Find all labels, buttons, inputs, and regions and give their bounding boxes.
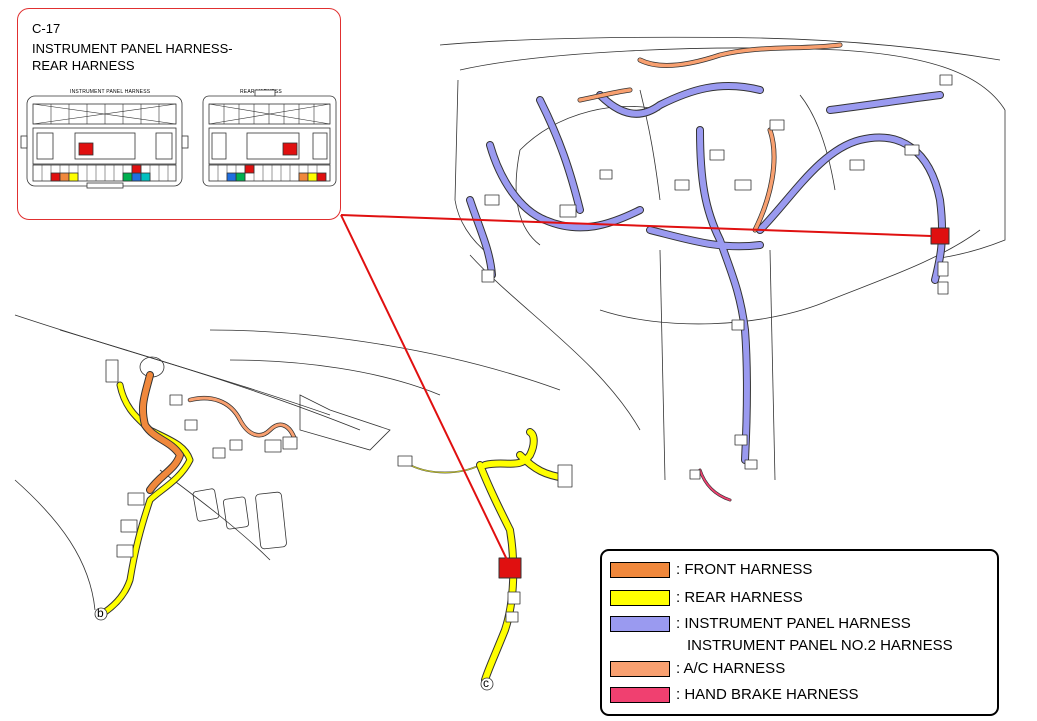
footwell-outline	[14, 314, 561, 611]
left-connector-label: INSTRUMENT PANEL HARNESS	[70, 89, 151, 95]
legend-label-instrument: : INSTRUMENT PANEL HARNESS	[676, 615, 911, 632]
legend-label-front: : FRONT HARNESS	[676, 561, 813, 578]
rear-harness-center	[397, 428, 573, 684]
legend-label-rear: : REAR HARNESS	[676, 589, 803, 606]
c17-connector-top	[930, 227, 950, 245]
callout-title: INSTRUMENT PANEL HARNESS- REAR HARNESS	[32, 40, 332, 74]
legend-swatch-rear	[610, 590, 670, 606]
marker-c-circle	[480, 677, 494, 691]
callout-code: C-17	[32, 21, 61, 36]
callout-title-line1: INSTRUMENT PANEL HARNESS-	[32, 41, 233, 56]
legend-swatch-instrument	[610, 616, 670, 632]
marker-b-circle	[94, 607, 108, 621]
connector-callout: C-17 INSTRUMENT PANEL HARNESS- REAR HARN…	[17, 8, 341, 220]
right-connector-face	[202, 89, 336, 186]
callout-title-line2: REAR HARNESS	[32, 58, 135, 73]
harness-legend: : FRONT HARNESS : REAR HARNESS : INSTRUM…	[600, 549, 999, 716]
connector-faces	[20, 89, 336, 188]
legend-label-ac: : A/C HARNESS	[676, 660, 786, 677]
legend-swatch-ac	[610, 661, 670, 677]
marker-c: c	[483, 676, 489, 690]
legend-swatch-front	[610, 562, 670, 578]
legend-swatch-handbrake	[610, 687, 670, 703]
dashboard-outline	[439, 36, 1006, 481]
instrument-panel-harness-upper	[466, 42, 953, 502]
leader-lines	[340, 214, 932, 567]
legend-label-handbrake: : HAND BRAKE HARNESS	[676, 686, 859, 703]
legend-label-instrument-no2: INSTRUMENT PANEL NO.2 HARNESS	[687, 637, 953, 654]
c17-connector-bottom	[498, 557, 522, 579]
marker-b: b	[97, 606, 104, 620]
harness-footwell-left	[101, 359, 298, 616]
left-connector-face	[20, 95, 188, 188]
